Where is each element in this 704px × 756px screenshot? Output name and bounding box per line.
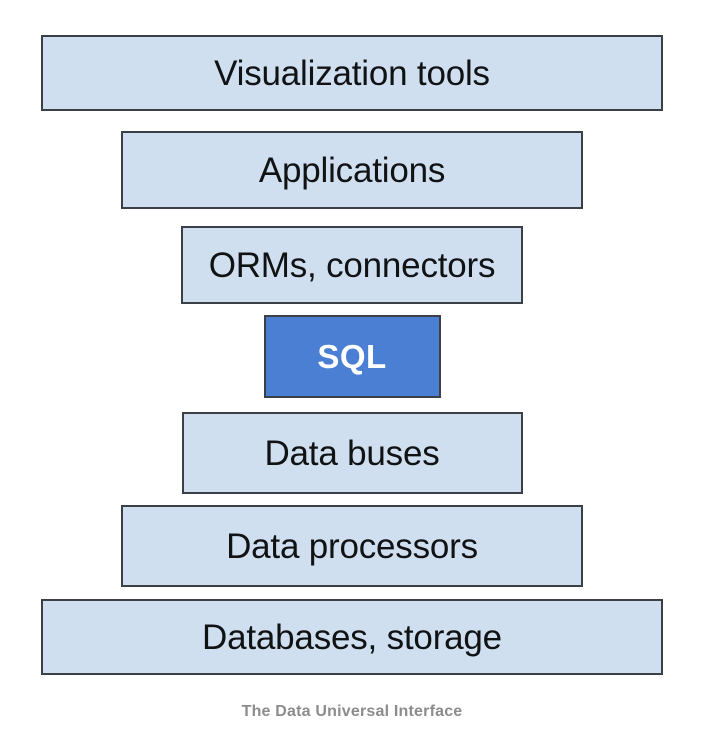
layer-sql-highlight: SQL xyxy=(263,315,441,398)
layer-label: SQL xyxy=(317,338,387,375)
layer-label: Data buses xyxy=(264,433,440,473)
layer-data-buses: Data buses xyxy=(181,412,523,494)
layer-data-processors: Data processors xyxy=(121,505,583,587)
layer-label: Databases, storage xyxy=(202,617,502,657)
layer-label: Applications xyxy=(258,150,446,190)
layer-orms-connectors: ORMs, connectors xyxy=(181,226,523,304)
layer-applications: Applications xyxy=(121,131,583,209)
layer-databases-storage: Databases, storage xyxy=(41,599,663,675)
diagram-caption: The Data Universal Interface xyxy=(241,703,463,720)
layer-stack: Visualization tools Applications ORMs, c… xyxy=(41,35,663,675)
layer-label: ORMs, connectors xyxy=(208,245,496,285)
layer-label: Data processors xyxy=(226,526,478,566)
layer-label: Visualization tools xyxy=(214,53,490,93)
layer-visualization-tools: Visualization tools xyxy=(41,35,663,111)
